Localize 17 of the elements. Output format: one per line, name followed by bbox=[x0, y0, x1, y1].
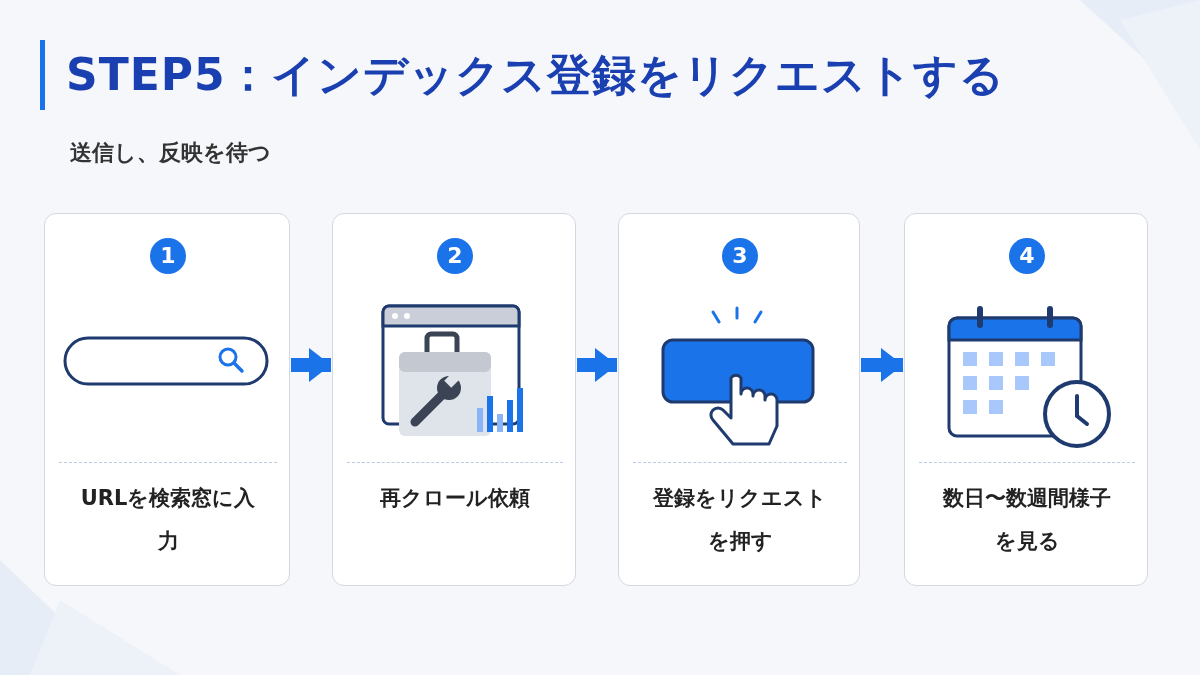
step-number: 1 bbox=[150, 238, 186, 274]
step-number: 2 bbox=[437, 238, 473, 274]
arrow bbox=[577, 348, 617, 382]
step-caption: 登録をリクエストを押す bbox=[652, 485, 828, 555]
step-caption: URLを検索窓に入力 bbox=[79, 485, 257, 555]
subtitle: 送信し、反映を待つ bbox=[70, 139, 271, 167]
step-card bbox=[332, 213, 576, 586]
arrow bbox=[861, 348, 903, 382]
step-card bbox=[904, 213, 1148, 586]
arrow bbox=[291, 348, 331, 382]
title: STEP5：インデックス登録をリクエストする bbox=[66, 48, 1005, 102]
step-card bbox=[44, 213, 290, 586]
step-number: 4 bbox=[1009, 238, 1045, 274]
step-card bbox=[618, 213, 860, 586]
step-caption: 数日〜数週間様子を見る bbox=[941, 485, 1112, 555]
step-caption: 再クロール依頼 bbox=[379, 485, 531, 512]
step-number: 3 bbox=[722, 238, 758, 274]
